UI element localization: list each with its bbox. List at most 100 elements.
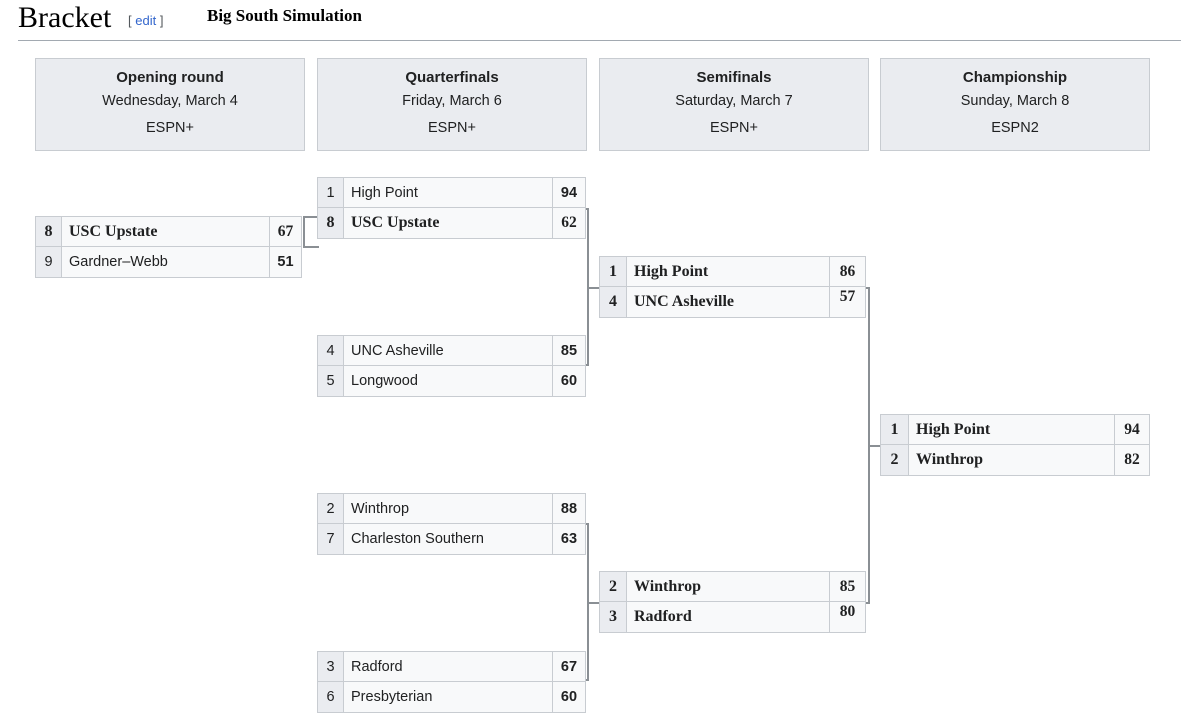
round-network: ESPN+ bbox=[146, 120, 194, 136]
team-score: 62 bbox=[553, 208, 586, 239]
edit-link[interactable]: edit bbox=[135, 13, 157, 28]
team-seed: 9 bbox=[35, 247, 62, 278]
title-divider bbox=[18, 40, 1181, 41]
match-championship: 1 High Point 94 2 Winthrop 82 bbox=[880, 414, 1150, 476]
team-score: 80 bbox=[830, 602, 866, 633]
round-date: Friday, March 6 bbox=[402, 93, 502, 109]
team-name: UNC Asheville bbox=[627, 287, 830, 318]
team-name: High Point bbox=[627, 256, 830, 287]
edit-bracket-close: ] bbox=[159, 13, 164, 28]
team-score: 67 bbox=[553, 651, 586, 682]
table-row[interactable]: 1 High Point 86 bbox=[599, 256, 866, 287]
team-seed: 6 bbox=[317, 682, 344, 713]
match-quarterfinal-2: 4 UNC Asheville 85 5 Longwood 60 bbox=[317, 335, 586, 397]
connector-final-stub-out bbox=[868, 445, 882, 447]
round-header-opening-round: Opening round Wednesday, March 4 ESPN+ bbox=[35, 58, 305, 151]
edit-section-link: [ edit ] bbox=[128, 13, 163, 29]
page-title: Bracket bbox=[18, 1, 112, 34]
team-score: 67 bbox=[270, 216, 302, 247]
table-row[interactable]: 2 Winthrop 85 bbox=[599, 571, 866, 602]
connector-opening1-vertical bbox=[303, 216, 305, 248]
match-opening-round-1: 8 USC Upstate 67 9 Gardner–Webb 51 bbox=[35, 216, 302, 278]
team-name: High Point bbox=[344, 177, 553, 208]
connector-sf1-stub-out bbox=[587, 287, 601, 289]
team-seed: 3 bbox=[317, 651, 344, 682]
match-quarterfinal-3: 2 Winthrop 88 7 Charleston Southern 63 bbox=[317, 493, 586, 555]
round-date: Saturday, March 7 bbox=[675, 93, 793, 109]
round-header-semifinals: Semifinals Saturday, March 7 ESPN+ bbox=[599, 58, 869, 151]
round-network: ESPN+ bbox=[428, 120, 476, 136]
team-name: USC Upstate bbox=[344, 208, 553, 239]
table-row[interactable]: 3 Radford 80 bbox=[599, 602, 866, 633]
table-row[interactable]: 1 High Point 94 bbox=[317, 177, 586, 208]
team-seed: 5 bbox=[317, 366, 344, 397]
team-score: 88 bbox=[553, 493, 586, 524]
round-date: Sunday, March 8 bbox=[960, 93, 1070, 109]
round-title: Quarterfinals bbox=[405, 69, 499, 86]
connector-opening1-stub-top bbox=[303, 216, 319, 218]
team-seed: 4 bbox=[599, 287, 627, 318]
team-name: Longwood bbox=[344, 366, 553, 397]
team-score: 94 bbox=[1115, 414, 1150, 445]
table-row[interactable]: 5 Longwood 60 bbox=[317, 366, 586, 397]
team-name: USC Upstate bbox=[62, 216, 270, 247]
team-name: Winthrop bbox=[344, 493, 553, 524]
page-header: Bracket [ edit ] Big South Simulation bbox=[0, 0, 1200, 42]
team-score: 85 bbox=[830, 571, 866, 602]
round-network: ESPN2 bbox=[991, 120, 1039, 136]
round-date: Wednesday, March 4 bbox=[102, 93, 238, 109]
table-row[interactable]: 2 Winthrop 88 bbox=[317, 493, 586, 524]
table-row[interactable]: 2 Winthrop 82 bbox=[880, 445, 1150, 476]
team-name: Presbyterian bbox=[344, 682, 553, 713]
match-quarterfinal-1: 1 High Point 94 8 USC Upstate 62 bbox=[317, 177, 586, 239]
table-row[interactable]: 9 Gardner–Webb 51 bbox=[35, 247, 302, 278]
connector-sf2-stub-out bbox=[587, 602, 601, 604]
team-score: 60 bbox=[553, 366, 586, 397]
match-semifinal-1: 1 High Point 86 4 UNC Asheville 57 bbox=[599, 256, 866, 318]
team-name: Radford bbox=[627, 602, 830, 633]
round-header-championship: Championship Sunday, March 8 ESPN2 bbox=[880, 58, 1150, 151]
table-row[interactable]: 4 UNC Asheville 85 bbox=[317, 335, 586, 366]
match-semifinal-2: 2 Winthrop 85 3 Radford 80 bbox=[599, 571, 866, 633]
team-score: 63 bbox=[553, 524, 586, 555]
team-seed: 3 bbox=[599, 602, 627, 633]
team-score: 86 bbox=[830, 256, 866, 287]
team-seed: 1 bbox=[880, 414, 909, 445]
team-name: Gardner–Webb bbox=[62, 247, 270, 278]
team-score: 82 bbox=[1115, 445, 1150, 476]
team-name: Radford bbox=[344, 651, 553, 682]
edit-bracket-open: [ bbox=[128, 13, 132, 28]
team-score: 60 bbox=[553, 682, 586, 713]
team-seed: 2 bbox=[880, 445, 909, 476]
connector-opening1-stub-bottom bbox=[303, 246, 319, 248]
team-seed: 1 bbox=[317, 177, 344, 208]
team-seed: 2 bbox=[599, 571, 627, 602]
table-row[interactable]: 4 UNC Asheville 57 bbox=[599, 287, 866, 318]
team-name: UNC Asheville bbox=[344, 335, 553, 366]
round-title: Semifinals bbox=[696, 69, 772, 86]
team-name: High Point bbox=[909, 414, 1115, 445]
match-quarterfinal-4: 3 Radford 67 6 Presbyterian 60 bbox=[317, 651, 586, 713]
table-row[interactable]: 8 USC Upstate 62 bbox=[317, 208, 586, 239]
table-row[interactable]: 1 High Point 94 bbox=[880, 414, 1150, 445]
table-row[interactable]: 3 Radford 67 bbox=[317, 651, 586, 682]
team-name: Winthrop bbox=[627, 571, 830, 602]
team-seed: 1 bbox=[599, 256, 627, 287]
team-score: 94 bbox=[553, 177, 586, 208]
team-seed: 8 bbox=[317, 208, 344, 239]
team-name: Charleston Southern bbox=[344, 524, 553, 555]
table-row[interactable]: 8 USC Upstate 67 bbox=[35, 216, 302, 247]
team-seed: 8 bbox=[35, 216, 62, 247]
team-score: 57 bbox=[830, 287, 866, 318]
round-title: Opening round bbox=[116, 69, 224, 86]
team-seed: 4 bbox=[317, 335, 344, 366]
bracket-subtitle: Big South Simulation bbox=[207, 6, 362, 25]
round-title: Championship bbox=[962, 69, 1068, 86]
table-row[interactable]: 6 Presbyterian 60 bbox=[317, 682, 586, 713]
team-score: 85 bbox=[553, 335, 586, 366]
team-seed: 7 bbox=[317, 524, 344, 555]
team-name: Winthrop bbox=[909, 445, 1115, 476]
table-row[interactable]: 7 Charleston Southern 63 bbox=[317, 524, 586, 555]
round-header-quarterfinals: Quarterfinals Friday, March 6 ESPN+ bbox=[317, 58, 587, 151]
round-network: ESPN+ bbox=[710, 120, 758, 136]
